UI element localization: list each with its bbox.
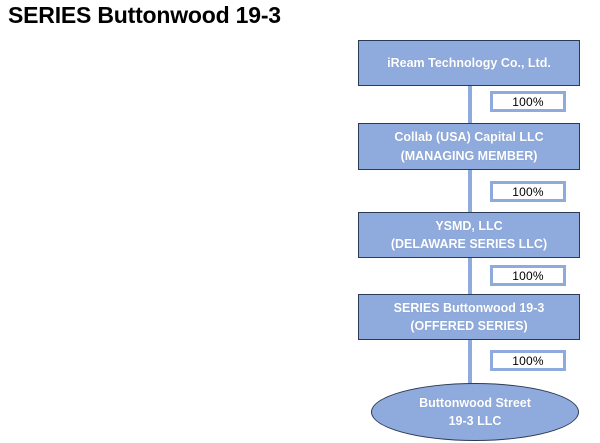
ownership-label-4: 100% xyxy=(490,350,566,371)
node-label-line-2: 19-3 LLC xyxy=(448,414,502,428)
ownership-label-2: 100% xyxy=(490,181,566,202)
connector-line-1 xyxy=(468,86,472,124)
page-title: SERIES Buttonwood 19-3 xyxy=(8,2,281,28)
node-label-line-1: Collab (USA) Capital LLC xyxy=(394,130,544,145)
ownership-label-3: 100% xyxy=(490,265,566,286)
node-label-line-1: iReam Technology Co., Ltd. xyxy=(387,55,551,70)
node-label-line-2: (MANAGING MEMBER) xyxy=(400,148,538,163)
org-node-series-buttonwood-19-3[interactable]: SERIES Buttonwood 19-3 (OFFERED SERIES) xyxy=(358,294,580,340)
connector-line-3 xyxy=(468,258,472,295)
connector-line-2 xyxy=(468,170,472,213)
org-node-iream-technology[interactable]: iReam Technology Co., Ltd. xyxy=(358,40,580,86)
node-label-line-2: (OFFERED SERIES) xyxy=(410,319,528,333)
node-label-line-2: (DELAWARE SERIES LLC) xyxy=(390,237,548,251)
org-node-ysmd-llc[interactable]: YSMD, LLC (DELAWARE SERIES LLC) xyxy=(358,212,580,258)
org-node-collab-usa-capital[interactable]: Collab (USA) Capital LLC (MANAGING MEMBE… xyxy=(358,123,580,170)
node-label-line-1: SERIES Buttonwood 19-3 xyxy=(393,300,545,315)
ownership-label-1: 100% xyxy=(490,91,566,112)
node-label-line-1: YSMD, LLC xyxy=(435,218,503,233)
connector-line-4 xyxy=(468,340,472,388)
org-node-buttonwood-street-19-3-llc[interactable]: Buttonwood Street 19-3 LLC xyxy=(371,383,579,441)
node-label-line-1: Buttonwood Street xyxy=(419,395,531,410)
